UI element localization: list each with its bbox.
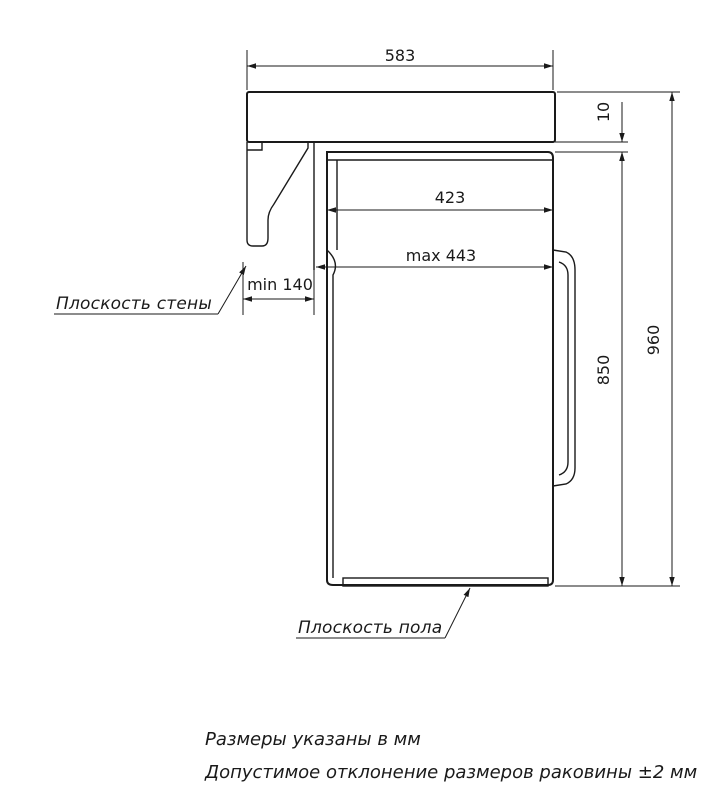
wall-plane-label: Плоскость стены	[56, 294, 212, 314]
dim-wall-gap-140: min 140	[242, 262, 315, 315]
floor-plane-callout: Плоскость пола	[296, 587, 471, 639]
sink-outline	[246, 91, 556, 270]
dim-label-min-140: min 140	[247, 275, 313, 294]
dim-height-960: 960	[557, 91, 680, 587]
dim-label-423: 423	[435, 188, 466, 207]
dim-label-10: 10	[594, 102, 613, 122]
wall-plane-callout: Плоскость стены	[54, 265, 247, 315]
dim-depth-max-443: max 443	[316, 246, 553, 270]
dim-height-850: 850	[555, 152, 630, 587]
dim-top-gap-10: 10	[555, 102, 628, 172]
dim-label-960: 960	[644, 325, 663, 356]
floor-plane-label: Плоскость пола	[298, 618, 442, 638]
dim-label-583: 583	[385, 46, 416, 65]
washing-machine-outline	[326, 151, 576, 587]
dim-label-max-443: max 443	[406, 246, 476, 265]
dim-depth-423: 423	[327, 188, 553, 213]
units-note: Размеры указаны в мм	[205, 729, 421, 750]
tolerance-note: Допустимое отклонение размеров раковины …	[204, 762, 697, 783]
dim-width-583: 583	[246, 46, 554, 90]
dim-label-850: 850	[594, 355, 613, 386]
